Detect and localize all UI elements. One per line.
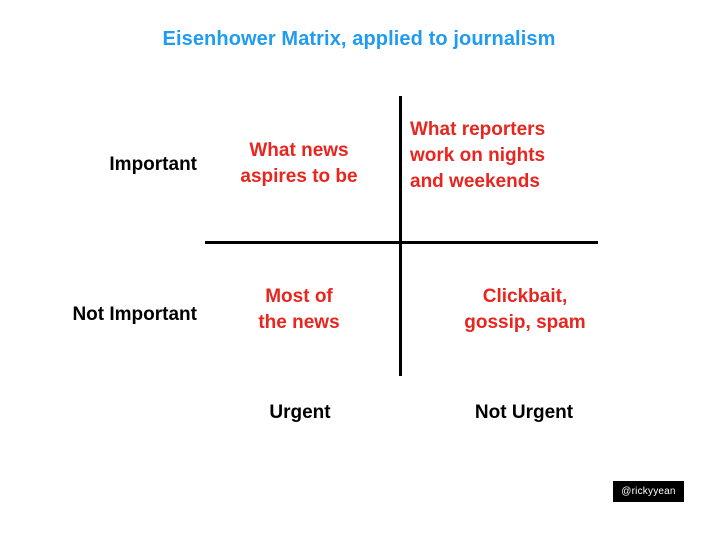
column-label-not-urgent: Not Urgent: [474, 402, 574, 423]
quadrant-text-line: work on nights: [410, 145, 546, 167]
watermark-badge: @rickyyean: [613, 481, 684, 502]
quadrant-text-line: and weekends: [410, 171, 540, 193]
matrix-horizontal-divider: [205, 241, 598, 244]
quadrant-not-important-not-urgent: Clickbait, gossip, spam: [410, 284, 640, 336]
quadrant-text-line: Most of: [265, 286, 333, 307]
row-label-not-important: Not Important: [72, 304, 197, 325]
matrix-vertical-divider: [399, 96, 402, 376]
row-label-important: Important: [109, 154, 197, 175]
quadrant-text-line: What news: [249, 140, 349, 161]
quadrant-important-not-urgent: What reporters work on nights and weeken…: [410, 117, 640, 196]
quadrant-not-important-urgent: Most of the news: [205, 284, 393, 336]
quadrant-text-line: What reporters: [410, 119, 546, 140]
quadrant-text-line: Clickbait,: [482, 286, 568, 307]
quadrant-important-urgent: What news aspires to be: [205, 138, 393, 190]
page-title: Eisenhower Matrix, applied to journalism: [162, 28, 556, 50]
quadrant-text-line: the news: [258, 312, 340, 334]
quadrant-text-line: gossip, spam: [464, 312, 586, 334]
quadrant-text-line: aspires to be: [240, 166, 358, 188]
column-label-urgent: Urgent: [269, 402, 331, 423]
